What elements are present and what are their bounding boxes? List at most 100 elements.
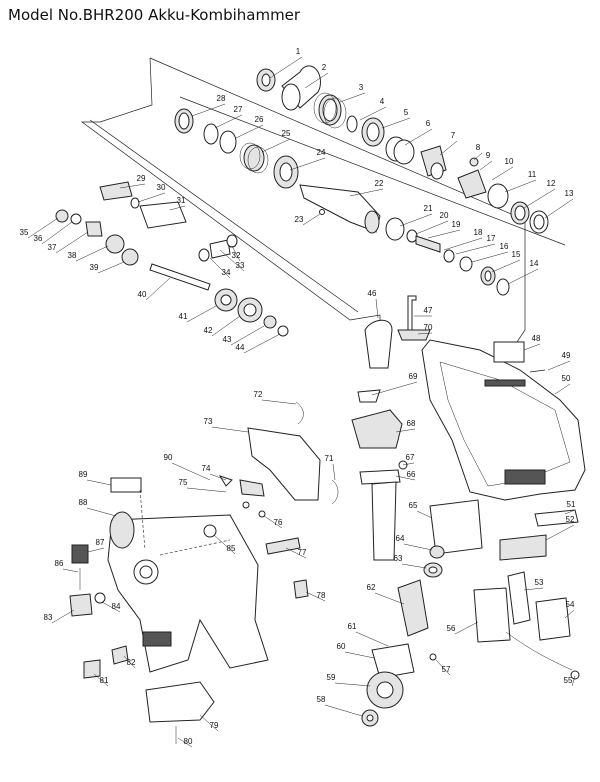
callout-leader-29 — [119, 183, 146, 189]
callout-leader-43 — [230, 325, 265, 346]
callout-leader-40 — [145, 277, 171, 301]
callout-82: 82 — [127, 658, 136, 667]
callout-leader-71 — [332, 463, 336, 481]
callout-leader-72 — [261, 399, 297, 405]
callout-18: 18 — [474, 228, 483, 237]
callout-55: 55 — [564, 676, 573, 685]
callout-leader-41 — [186, 305, 217, 323]
callout-23: 23 — [295, 215, 304, 224]
piston-crank-assembly — [55, 181, 289, 337]
callout-27: 27 — [234, 105, 243, 114]
callout-1: 1 — [296, 47, 301, 56]
callout-leader-17 — [455, 243, 496, 255]
callout-53: 53 — [535, 578, 544, 587]
callout-leader-63 — [401, 563, 427, 569]
callout-15: 15 — [512, 250, 521, 259]
callout-34: 34 — [222, 268, 231, 277]
callout-leader-16 — [471, 251, 509, 263]
callout-leader-61 — [355, 631, 389, 647]
callout-32: 32 — [232, 251, 241, 260]
callout-66: 66 — [407, 470, 416, 479]
callout-leader-89 — [86, 479, 112, 486]
callout-24: 24 — [317, 148, 326, 157]
callout-leader-50 — [554, 383, 571, 395]
callout-2: 2 — [322, 63, 327, 72]
callout-3: 3 — [359, 83, 364, 92]
callout-leader-73 — [211, 426, 249, 433]
callout-78: 78 — [317, 591, 326, 600]
callout-leader-10 — [491, 166, 514, 181]
callout-29: 29 — [137, 174, 146, 183]
callout-leader-7 — [439, 140, 458, 156]
callout-leader-54 — [564, 609, 575, 619]
callout-44: 44 — [236, 343, 245, 352]
callout-57: 57 — [442, 665, 451, 674]
callout-90: 90 — [164, 453, 173, 462]
callout-39: 39 — [90, 263, 99, 272]
callout-74: 74 — [202, 464, 211, 473]
callout-46: 46 — [368, 289, 377, 298]
callout-leader-38 — [75, 245, 109, 262]
callout-leader-67 — [402, 462, 415, 466]
callout-leader-53 — [523, 587, 544, 591]
callout-81: 81 — [100, 676, 109, 685]
callout-leader-58 — [324, 704, 363, 717]
callout-leader-83 — [51, 609, 75, 624]
spindle-assembly — [174, 108, 510, 296]
callout-leader-75 — [186, 487, 227, 493]
callout-56: 56 — [447, 624, 456, 633]
callout-4: 4 — [380, 97, 385, 106]
housing-right — [351, 295, 586, 561]
callout-leader-6 — [404, 128, 433, 146]
callout-21: 21 — [424, 204, 433, 213]
callout-51: 51 — [567, 500, 576, 509]
callout-leader-90 — [171, 462, 211, 481]
callout-72: 72 — [254, 390, 263, 399]
callout-7: 7 — [451, 131, 456, 140]
callout-28: 28 — [217, 94, 226, 103]
callout-71: 71 — [325, 454, 334, 463]
callout-leader-35 — [27, 217, 59, 239]
callout-49: 49 — [562, 351, 571, 360]
callout-leader-70 — [417, 332, 433, 335]
callout-20: 20 — [440, 211, 449, 220]
callout-62: 62 — [367, 583, 376, 592]
callout-33: 33 — [236, 261, 245, 270]
callout-67: 67 — [406, 453, 415, 462]
callout-leader-4 — [359, 106, 387, 121]
callout-leader-86 — [62, 568, 79, 573]
callout-leader-2 — [304, 72, 329, 89]
callout-leader-9 — [479, 160, 493, 171]
callout-leader-56 — [454, 621, 479, 635]
callout-leader-36 — [41, 221, 73, 245]
callout-leader-52 — [545, 524, 575, 541]
callout-40: 40 — [138, 290, 147, 299]
callout-leader-21 — [399, 213, 433, 227]
callout-leader-84 — [101, 601, 121, 613]
callout-leader-85 — [213, 534, 236, 555]
callout-6: 6 — [426, 119, 431, 128]
callout-48: 48 — [532, 334, 541, 343]
callout-8: 8 — [476, 143, 481, 152]
assembly-frame-lines — [80, 57, 566, 361]
callout-leader-12 — [523, 188, 556, 209]
callout-47: 47 — [424, 306, 433, 315]
callout-leader-88 — [86, 507, 117, 517]
callout-leader-76 — [263, 515, 283, 529]
housing-left — [69, 401, 339, 744]
callout-leader-82 — [123, 655, 136, 669]
callout-leader-22 — [349, 188, 384, 197]
callout-leader-25 — [261, 138, 291, 153]
callout-leader-49 — [547, 360, 571, 371]
callout-89: 89 — [79, 470, 88, 479]
callout-50: 50 — [562, 374, 571, 383]
callout-leader-14 — [507, 268, 539, 285]
callout-37: 37 — [48, 243, 57, 252]
callout-31: 31 — [177, 196, 186, 205]
callout-11: 11 — [528, 170, 537, 179]
callout-19: 19 — [452, 220, 461, 229]
front-barrel-assembly — [256, 65, 549, 234]
callout-leader-44 — [243, 333, 281, 354]
callout-leader-55 — [571, 675, 576, 687]
callout-leader-15 — [491, 259, 521, 273]
